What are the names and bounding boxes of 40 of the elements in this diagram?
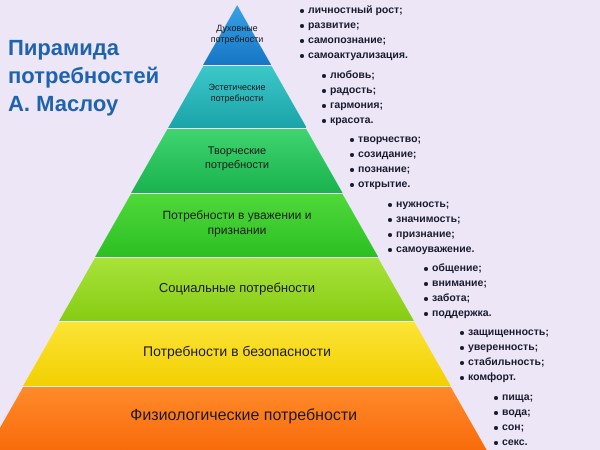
list-item: забота; (432, 291, 470, 306)
list-item: гармония; (330, 98, 383, 113)
list-item: красота. (330, 113, 374, 128)
pyramid-level (95, 194, 379, 257)
list-item: внимание; (432, 276, 487, 291)
list-item: развитие; (308, 18, 360, 33)
list-item: уверенность; (468, 340, 538, 355)
list-item: самоуважение. (396, 242, 474, 257)
pyramid-level (59, 258, 414, 321)
level-label: Социальные потребности (158, 280, 316, 296)
list-item: творчество; (358, 132, 422, 147)
list-item: вода; (502, 405, 531, 420)
list-item: самоактуализация. (308, 48, 408, 63)
list-item: комфорт. (468, 370, 516, 385)
list-item: самопознание; (308, 33, 386, 48)
list-item: личностный рост; (308, 3, 403, 18)
level-label: Творческие потребности (204, 145, 270, 172)
list-item: стабильность; (468, 355, 544, 370)
list-item: секс. (502, 435, 528, 450)
list-item: созидание; (358, 147, 416, 162)
list-item: защищенность; (468, 325, 549, 340)
list-item: радость; (330, 83, 376, 98)
list-item: нужность; (396, 197, 450, 212)
list-item: признание; (396, 227, 455, 242)
level-label: Физиологические потребности (129, 406, 358, 426)
pyramid-level (23, 322, 451, 386)
list-item: открытие. (358, 177, 410, 192)
list-item: сон; (502, 420, 524, 435)
level-label: Потребности в безопасности (142, 343, 332, 360)
list-item: поддержка. (432, 306, 492, 321)
level-label: Потребности в уважении и признании (162, 208, 312, 238)
list-item: значимость; (396, 212, 461, 227)
pyramid-level (0, 387, 488, 450)
list-item: любовь; (330, 68, 375, 83)
list-item: общение; (432, 261, 482, 276)
title: Пирамида потребностей А. Маслоу (8, 34, 160, 118)
list-item: познание; (358, 162, 410, 177)
level-label: Эстетические потребности (207, 82, 266, 104)
pyramid-level (131, 129, 343, 193)
list-item: пища; (502, 390, 534, 405)
